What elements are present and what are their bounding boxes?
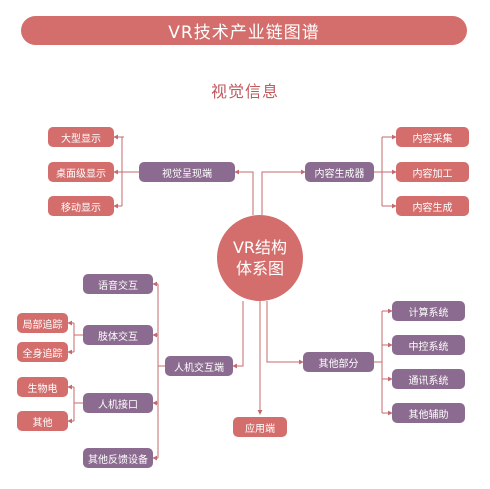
line-body-branch bbox=[73, 323, 83, 352]
line-visual-branch bbox=[121, 136, 139, 206]
node-voice-interaction[interactable]: 语音交互 bbox=[83, 274, 153, 294]
node-hci-end[interactable]: 人机交互端 bbox=[165, 356, 233, 376]
node-bioelectric[interactable]: 生物电 bbox=[17, 377, 68, 397]
node-comm-system[interactable]: 通讯系统 bbox=[392, 369, 465, 389]
node-feedback-device[interactable]: 其他反馈设备 bbox=[83, 448, 153, 468]
node-content-collect[interactable]: 内容采集 bbox=[396, 127, 469, 147]
node-compute-system[interactable]: 计算系统 bbox=[392, 301, 465, 321]
line-center-to-generator bbox=[261, 169, 306, 215]
line-center-to-other bbox=[266, 301, 304, 365]
line-hci-branch bbox=[157, 284, 165, 458]
node-content-gen[interactable]: 内容生成 bbox=[396, 196, 469, 216]
node-full-tracking[interactable]: 全身追踪 bbox=[17, 342, 68, 362]
node-other-parts[interactable]: 其他部分 bbox=[303, 352, 374, 372]
node-visual-display[interactable]: 视觉呈现端 bbox=[139, 162, 235, 182]
line-bci-branch bbox=[73, 387, 83, 421]
node-bci[interactable]: 人机接口 bbox=[83, 393, 153, 413]
center-node[interactable]: VR结构 体系图 bbox=[217, 215, 303, 301]
node-local-tracking[interactable]: 局部追踪 bbox=[17, 313, 68, 333]
node-big-display[interactable]: 大型显示 bbox=[48, 127, 114, 147]
line-other-branch bbox=[374, 311, 383, 413]
node-desktop-display[interactable]: 桌面级显示 bbox=[48, 162, 114, 182]
diagram-title: VR技术产业链图谱 bbox=[168, 23, 320, 43]
node-application[interactable]: 应用端 bbox=[233, 417, 287, 437]
node-mobile-display[interactable]: 移动显示 bbox=[48, 196, 114, 216]
node-body-interaction[interactable]: 肢体交互 bbox=[83, 325, 153, 345]
node-bci-other[interactable]: 其他 bbox=[17, 411, 68, 431]
line-center-to-visual bbox=[234, 169, 254, 215]
node-other-aux[interactable]: 其他辅助 bbox=[392, 403, 465, 423]
line-generator-branch bbox=[374, 137, 383, 206]
center-label-line1: VR结构 bbox=[232, 238, 288, 257]
center-label-line2: 体系图 bbox=[235, 259, 284, 278]
node-content-process[interactable]: 内容加工 bbox=[396, 162, 469, 182]
node-control-system[interactable]: 中控系统 bbox=[392, 335, 465, 355]
diagram-subtitle: 视觉信息 bbox=[210, 82, 279, 101]
title-banner: VR技术产业链图谱 bbox=[21, 16, 467, 45]
line-center-to-hci bbox=[232, 301, 244, 369]
node-content-generator[interactable]: 内容生成器 bbox=[305, 162, 374, 182]
